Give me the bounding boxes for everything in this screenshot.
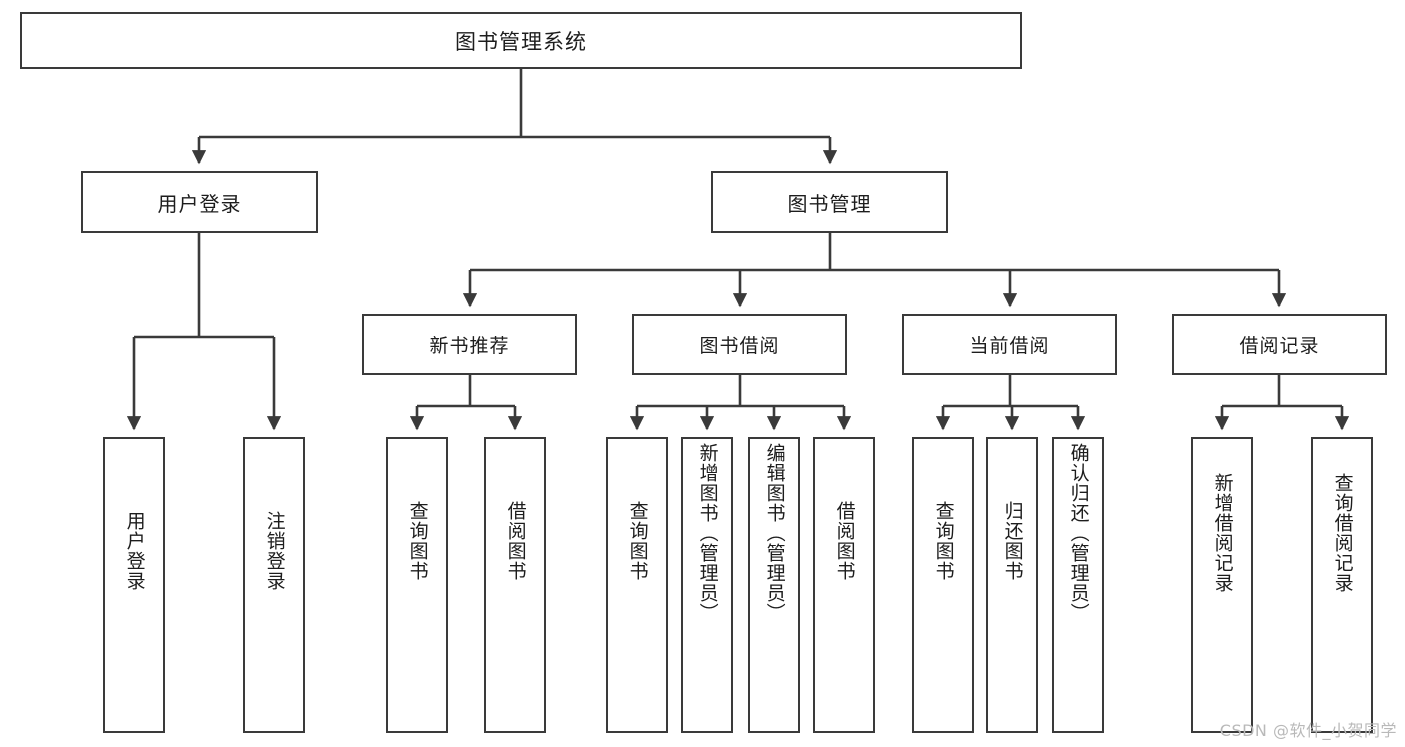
watermark-text: CSDN @软件_小贺同学 [1219,721,1397,740]
node-current-borrow-label: 当前借阅 [969,335,1050,357]
node-leaf-query-book-1[interactable]: 查询图书 [386,437,448,733]
node-leaf-logout[interactable]: 注销登录 [243,437,305,733]
node-new-book-rec[interactable]: 新书推荐 [362,314,577,375]
node-leaf-query-book-2[interactable]: 查询图书 [606,437,668,733]
node-leaf-borrow-book-2-label: 借阅图书 [833,501,856,581]
node-leaf-return-book-label: 归还图书 [1001,501,1024,581]
node-book-manage[interactable]: 图书管理 [711,171,948,233]
node-borrow-record[interactable]: 借阅记录 [1172,314,1387,375]
node-leaf-logout-label: 注销登录 [263,511,286,591]
node-leaf-query-record[interactable]: 查询借阅记录 [1311,437,1373,733]
node-borrow-record-label: 借阅记录 [1239,335,1320,357]
node-user-login-label: 用户登录 [157,191,242,216]
node-leaf-query-record-label: 查询借阅记录 [1331,473,1354,593]
node-leaf-user-login[interactable]: 用户登录 [103,437,165,733]
node-leaf-add-record[interactable]: 新增借阅记录 [1191,437,1253,733]
node-leaf-borrow-book-1-label: 借阅图书 [504,501,527,581]
node-leaf-borrow-book-2[interactable]: 借阅图书 [813,437,875,733]
node-current-borrow[interactable]: 当前借阅 [902,314,1117,375]
node-leaf-confirm-return[interactable]: 确认归还（管理员） [1052,437,1104,733]
node-leaf-user-login-label: 用户登录 [123,511,146,591]
node-leaf-query-book-2-label: 查询图书 [626,501,649,581]
node-user-login[interactable]: 用户登录 [81,171,318,233]
node-leaf-confirm-return-label: 确认归还（管理员） [1067,443,1090,623]
node-root[interactable]: 图书管理系统 [20,12,1022,69]
node-leaf-query-book-3-label: 查询图书 [932,501,955,581]
node-book-manage-label: 图书管理 [787,191,872,216]
node-leaf-edit-book[interactable]: 编辑图书（管理员） [748,437,800,733]
node-leaf-query-book-3[interactable]: 查询图书 [912,437,974,733]
node-leaf-return-book[interactable]: 归还图书 [986,437,1038,733]
node-leaf-edit-book-label: 编辑图书（管理员） [763,443,786,623]
node-leaf-add-record-label: 新增借阅记录 [1211,473,1234,593]
node-book-borrow-label: 图书借阅 [699,335,780,357]
node-leaf-add-book-label: 新增图书（管理员） [696,443,719,623]
node-book-borrow[interactable]: 图书借阅 [632,314,847,375]
node-root-label: 图书管理系统 [455,29,587,54]
node-leaf-add-book[interactable]: 新增图书（管理员） [681,437,733,733]
node-leaf-query-book-1-label: 查询图书 [406,501,429,581]
node-leaf-borrow-book-1[interactable]: 借阅图书 [484,437,546,733]
node-new-book-rec-label: 新书推荐 [429,335,510,357]
